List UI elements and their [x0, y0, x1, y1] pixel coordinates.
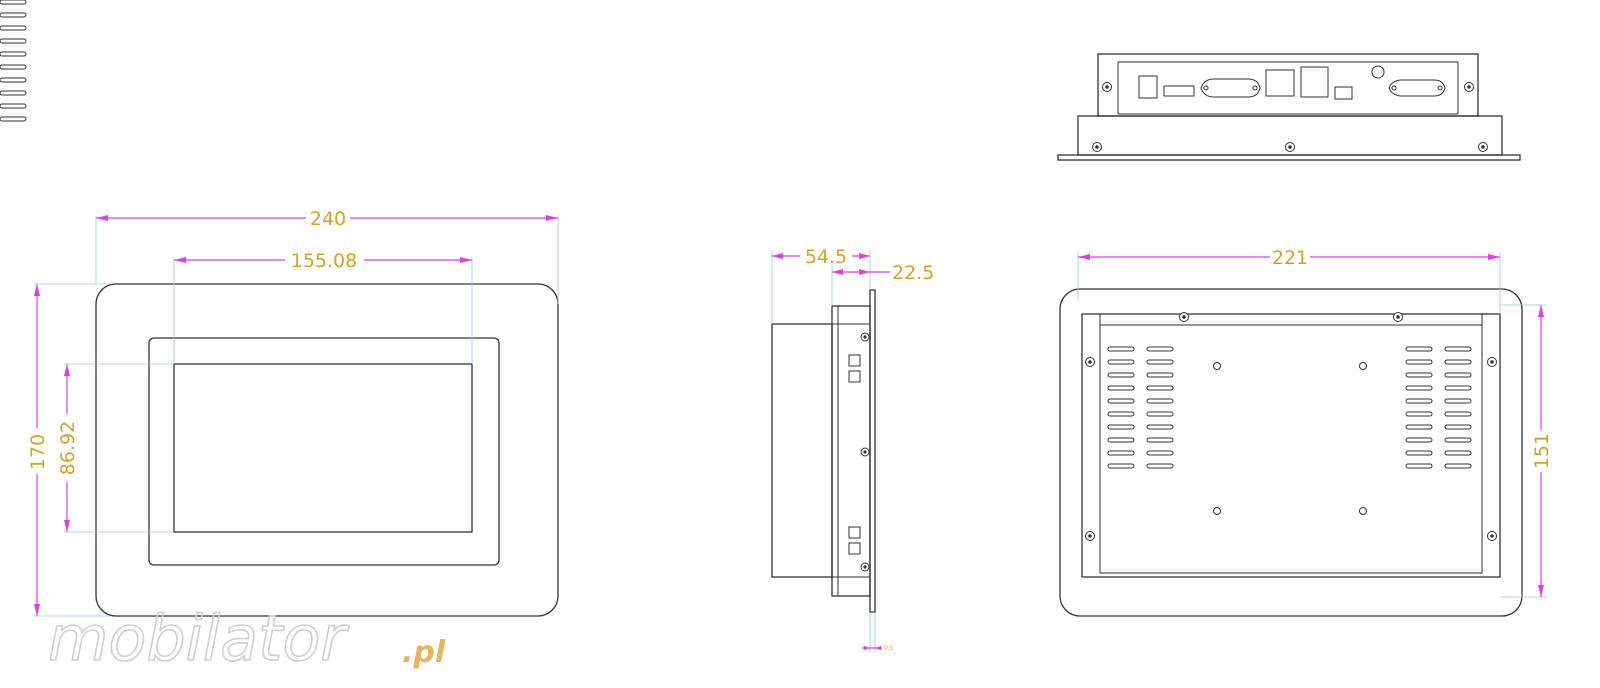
port-lan: [1300, 66, 1329, 98]
top-rear-housing: [1097, 53, 1479, 117]
dim-depth: 54.5: [772, 246, 870, 268]
dim-plate: 0.5: [862, 645, 894, 652]
back-screws: [1085, 312, 1497, 541]
dim-screen-height-label: 86.92: [57, 421, 79, 475]
front-display-frame: [148, 337, 500, 566]
side-rear-housing: [771, 323, 833, 578]
dim-front-width: 240: [96, 208, 558, 230]
side-port: [848, 542, 861, 555]
top-io-panel: [1117, 61, 1459, 115]
back-cover-outer: [1081, 313, 1501, 578]
port-com: [1388, 79, 1446, 97]
back-mount-holes: [1213, 362, 1367, 515]
top-front-plate: [1057, 154, 1521, 161]
port-lan: [1265, 69, 1295, 97]
port-usb: [1138, 75, 1158, 99]
watermark-brand: mobilator: [48, 602, 349, 675]
top-view: [1057, 53, 1521, 161]
back-bezel: [1059, 288, 1523, 617]
side-port: [848, 370, 861, 383]
dim-back-width: 221: [1078, 247, 1500, 269]
side-front-plate: [869, 289, 876, 613]
dim-depth-label: 54.5: [805, 246, 847, 268]
side-port: [848, 526, 861, 539]
back-cover-inner: [1099, 324, 1483, 574]
port-power: [1371, 65, 1385, 79]
dim-screen-width: 155.08: [174, 250, 472, 272]
dim-front-width-label: 240: [310, 208, 346, 230]
dim-back-height-label: 151: [1531, 433, 1553, 469]
dim-screen-width-label: 155.08: [291, 250, 357, 272]
watermark-suffix: .pl: [402, 635, 446, 670]
dim-flange-label: 22.5: [892, 262, 934, 284]
front-view: 240 155.08 170 86.92: [27, 208, 559, 617]
dim-screen-height: 86.92: [57, 364, 79, 532]
brand-watermark: mobilator .pl: [47, 601, 446, 676]
front-screen-area: [173, 363, 473, 533]
front-bezel: [95, 283, 559, 617]
side-port: [848, 354, 861, 367]
port-usb: [1163, 85, 1195, 97]
port-audio: [1334, 86, 1353, 100]
back-vent-slots: [0, 0, 1472, 469]
top-screws: [1092, 82, 1488, 152]
dim-front-height-label: 170: [27, 434, 49, 470]
top-io-ports: [1138, 65, 1446, 100]
side-view: 54.5 22.5 0.5: [771, 246, 934, 652]
dim-back-width-label: 221: [1272, 247, 1308, 269]
back-view: 221 151: [0, 0, 1553, 617]
dim-back-height: 151: [1531, 305, 1553, 597]
port-vga: [1200, 78, 1261, 98]
dim-plate-label: 0.5: [884, 645, 894, 652]
dim-front-height: 170: [27, 284, 49, 616]
dim-flange: 22.5: [832, 262, 934, 284]
